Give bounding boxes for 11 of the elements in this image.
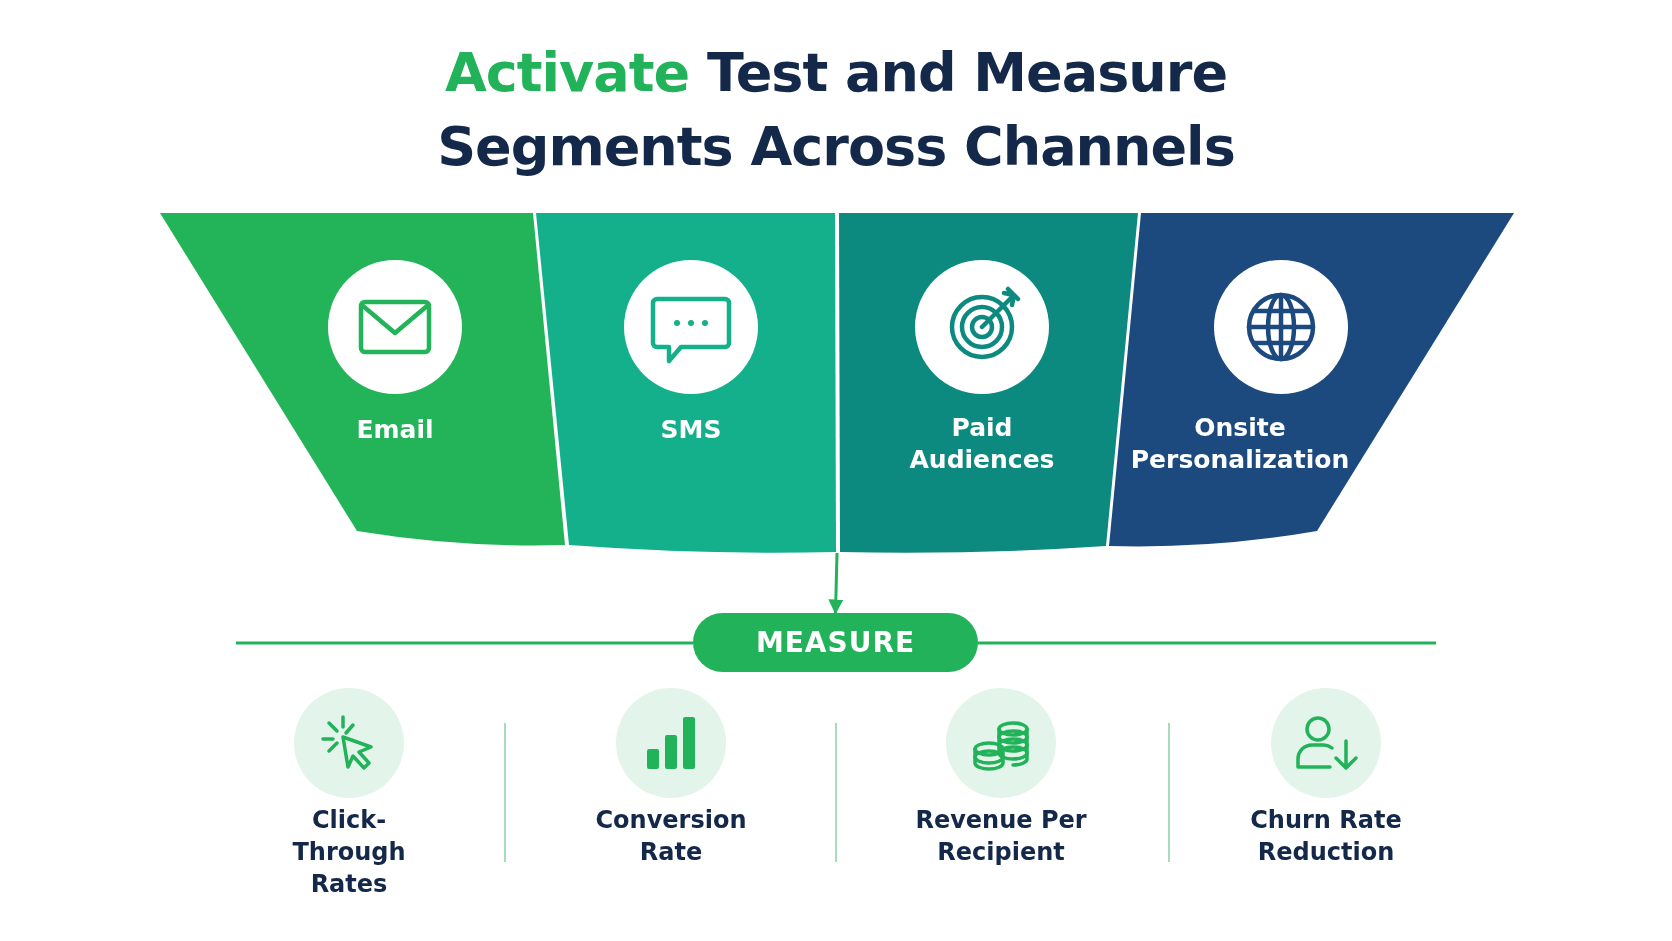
metric-label: Revenue Per Recipient [914,805,1088,868]
metric-label: Conversion Rate [594,805,748,868]
arrow [828,552,844,615]
channel-label: Paid Audiences [908,412,1056,476]
metric-label: Click-Through Rates [291,805,407,900]
measure-pill: MEASURE [693,613,978,672]
channel-label: Onsite Personalization [1129,412,1351,476]
channel-label: SMS [659,414,723,446]
channel-label: Email [355,414,435,446]
title: Activate Test and Measure Segments Across Channels [436,40,1236,180]
metric-label: Churn Rate Reduction [1249,805,1403,868]
